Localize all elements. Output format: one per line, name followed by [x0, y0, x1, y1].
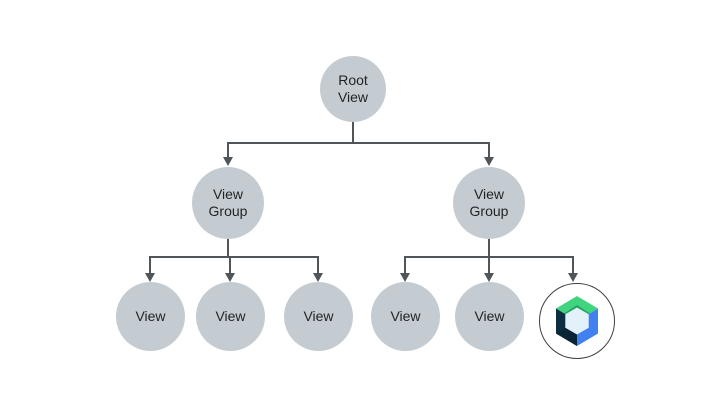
node-label: Root View — [337, 72, 369, 105]
connector-to-view-1 — [149, 256, 151, 274]
node-view-3: View — [284, 282, 353, 351]
down-arrowhead-icon — [484, 273, 494, 282]
connector-to-view-2 — [229, 256, 231, 274]
connector-to-group-right — [488, 142, 490, 158]
connector-to-view-4 — [404, 256, 406, 274]
node-view-group-left: View Group — [192, 167, 264, 239]
connector-to-view-3 — [317, 256, 319, 274]
down-arrowhead-icon — [223, 157, 233, 166]
connector-to-group-left — [227, 142, 229, 158]
connector-to-view-5 — [488, 256, 490, 274]
connector-group-right-stem — [488, 239, 490, 258]
node-label: View Group — [469, 186, 509, 219]
node-label: View Group — [208, 186, 248, 219]
node-view-4: View — [371, 282, 440, 351]
node-view-group-right: View Group — [453, 167, 525, 239]
node-compose — [539, 283, 615, 359]
down-arrowhead-icon — [313, 273, 323, 282]
connector-to-compose-node — [572, 256, 574, 274]
jetpack-compose-icon — [556, 296, 598, 346]
down-arrowhead-icon — [484, 157, 494, 166]
node-view-2: View — [196, 282, 265, 351]
connector-root-bar — [227, 142, 490, 144]
node-view-5: View — [455, 282, 524, 351]
down-arrowhead-icon — [568, 273, 578, 282]
node-label: View — [474, 308, 505, 324]
down-arrowhead-icon — [400, 273, 410, 282]
connector-group-left-stem — [227, 239, 229, 258]
connector-root-stem — [352, 122, 354, 142]
node-label: View — [303, 308, 334, 324]
connector-group-left-bar — [149, 256, 319, 258]
down-arrowhead-icon — [225, 273, 235, 282]
node-view-1: View — [116, 282, 185, 351]
node-label: View — [390, 308, 421, 324]
node-label: View — [135, 308, 166, 324]
node-label: View — [215, 308, 246, 324]
node-root-view: Root View — [320, 56, 386, 122]
down-arrowhead-icon — [145, 273, 155, 282]
